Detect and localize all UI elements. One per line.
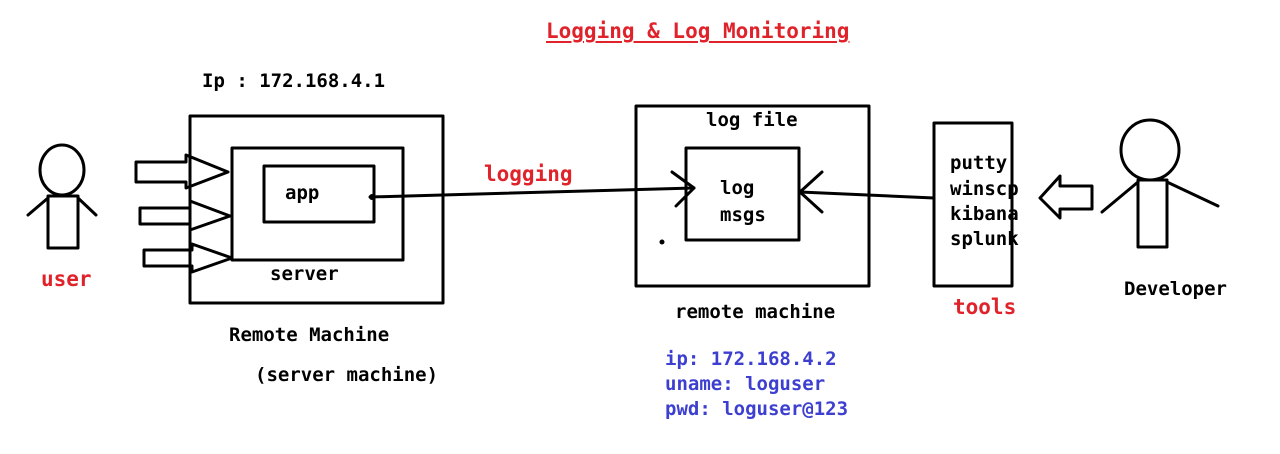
server-ip-label: Ip : 172.168.4.1 bbox=[202, 70, 386, 92]
log-msgs-box bbox=[684, 146, 801, 242]
tool-item: kibana bbox=[950, 203, 1019, 225]
remote-machine-label: Remote Machine bbox=[229, 324, 390, 346]
remote-machine-lower-label: remote machine bbox=[675, 301, 836, 323]
developer-figure-icon bbox=[1100, 118, 1220, 249]
credential-ip: ip: 172.168.4.2 bbox=[665, 348, 837, 370]
user-figure-icon bbox=[26, 143, 98, 250]
logging-label: logging bbox=[484, 162, 573, 186]
logging-connector bbox=[368, 186, 696, 199]
log-msgs-line2: msgs bbox=[720, 204, 766, 226]
logging-arrowhead-icon bbox=[670, 170, 696, 208]
request-arrow-icon bbox=[138, 199, 232, 232]
server-label: server bbox=[270, 263, 339, 285]
request-arrow-icon bbox=[134, 153, 230, 190]
app-label: app bbox=[285, 182, 320, 204]
credential-pwd: pwd: loguser@123 bbox=[665, 398, 849, 420]
log-file-label: log file bbox=[706, 109, 798, 131]
remote-machine-box bbox=[188, 114, 445, 305]
tools-box bbox=[932, 121, 1014, 288]
tools-connector bbox=[798, 190, 936, 200]
developer-label: Developer bbox=[1124, 278, 1227, 300]
credential-uname: uname: loguser bbox=[665, 373, 826, 395]
tool-item: winscp bbox=[950, 178, 1019, 200]
diagram-title: Logging & Log Monitoring bbox=[546, 19, 850, 43]
tools-arrowhead-icon bbox=[798, 170, 824, 214]
log-msgs-line1: log bbox=[720, 177, 755, 199]
user-label: user bbox=[41, 267, 92, 291]
server-machine-label: (server machine) bbox=[255, 364, 439, 386]
tool-item: splunk bbox=[950, 228, 1019, 250]
request-arrow-icon bbox=[142, 242, 234, 274]
tools-label: tools bbox=[953, 295, 1017, 319]
server-box bbox=[230, 146, 405, 262]
tool-item: putty bbox=[950, 152, 1008, 174]
app-box bbox=[262, 164, 376, 224]
developer-arrow-icon bbox=[1038, 174, 1094, 220]
